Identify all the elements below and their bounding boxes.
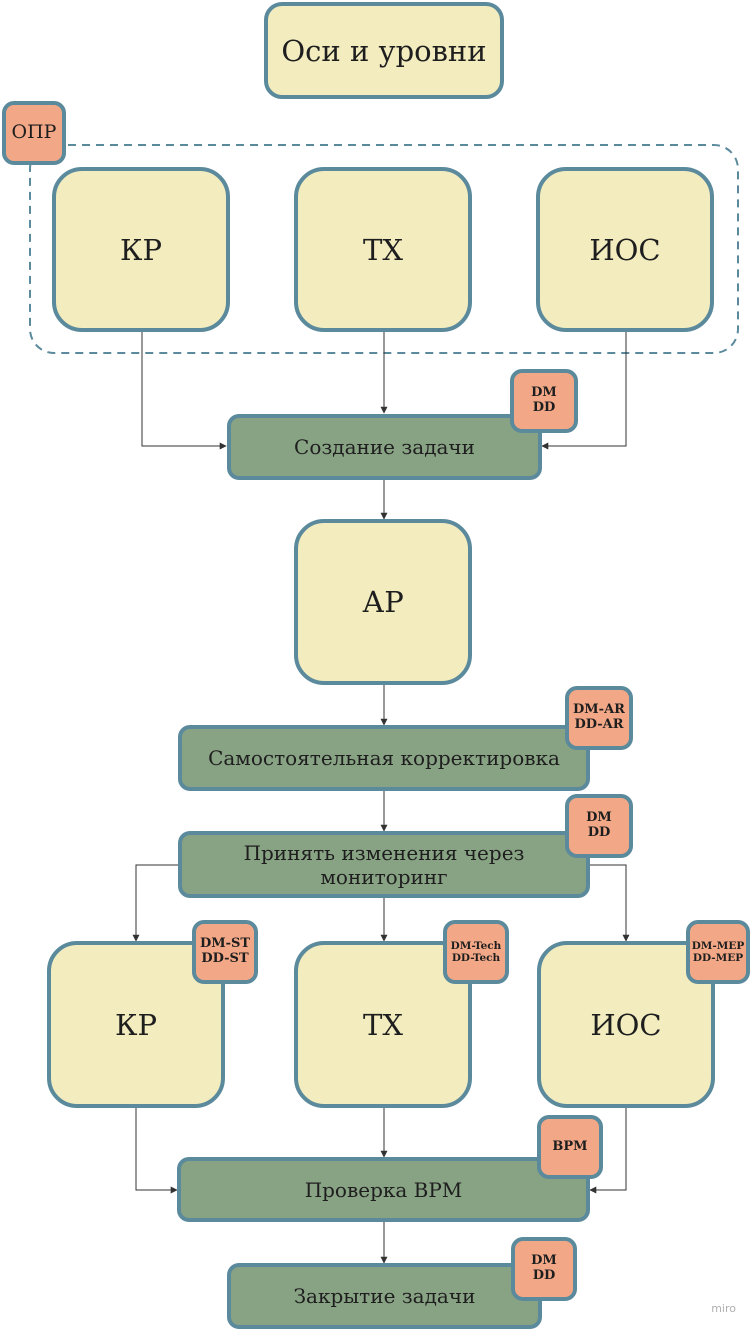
axes-levels-box[interactable]: Оси и уровни <box>264 2 504 99</box>
bpm-check-tag: BPM <box>537 1115 603 1179</box>
connector-accept-ios <box>590 864 630 942</box>
bpm-check-box[interactable]: Проверка BPM <box>177 1157 590 1222</box>
connector-kr-bpm <box>135 1106 178 1194</box>
top-th-box[interactable]: ТХ <box>294 167 472 332</box>
top-ios-box[interactable]: ИОС <box>536 167 714 332</box>
connector-ios-bpm <box>589 1106 627 1194</box>
miro-watermark: miro <box>711 1302 736 1315</box>
accept-changes-box[interactable]: Принять изменения через мониторинг <box>178 831 590 898</box>
opr-tag: ОПР <box>2 101 66 165</box>
create-task-box[interactable]: Создание задачи <box>227 414 542 480</box>
top-kr-box[interactable]: КР <box>52 167 230 332</box>
close-task-box[interactable]: Закрытие задачи <box>227 1263 542 1329</box>
connector-top-kr <box>141 330 227 450</box>
connector-accept-kr <box>132 864 178 942</box>
self-correction-box[interactable]: Самостоятельная корректировка <box>178 725 590 791</box>
bottom-th-box[interactable]: ТХ <box>294 941 472 1108</box>
connector-top-ios <box>541 330 627 450</box>
ar-box[interactable]: АР <box>294 519 472 685</box>
bottom-ios-box[interactable]: ИОС <box>537 941 715 1108</box>
